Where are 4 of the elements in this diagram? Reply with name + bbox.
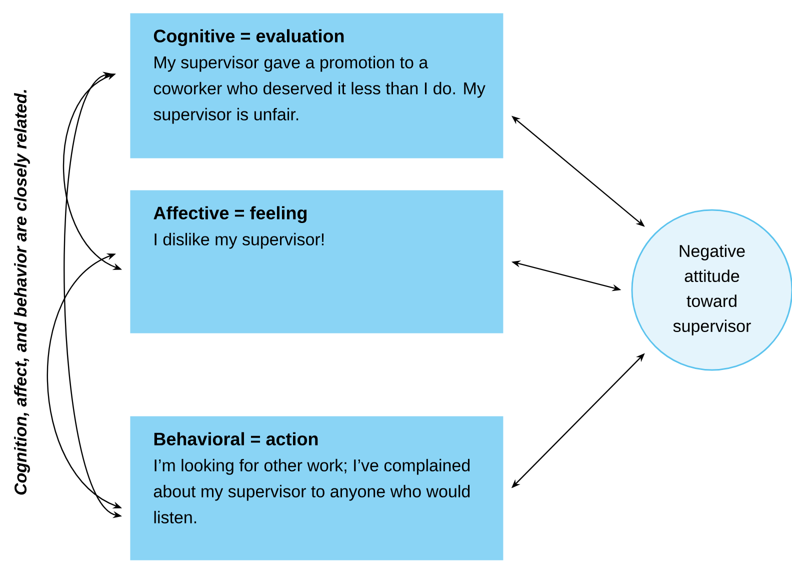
- text-box: Behavioral = action I’m looking for other work; I’ve complained about my supervisor to anyone who would listen.: [130, 416, 504, 560]
- text-box: Cognitive = evaluation My supervisor gave a promotion to a coworker who deserved it less than I do. My supervisor is unfair.: [130, 13, 504, 158]
- text-box: Affective = feeling I dislike my supervisor!: [130, 190, 504, 334]
- side-note: Cognition, affect, and behavior are closely related.: [14, 90, 30, 495]
